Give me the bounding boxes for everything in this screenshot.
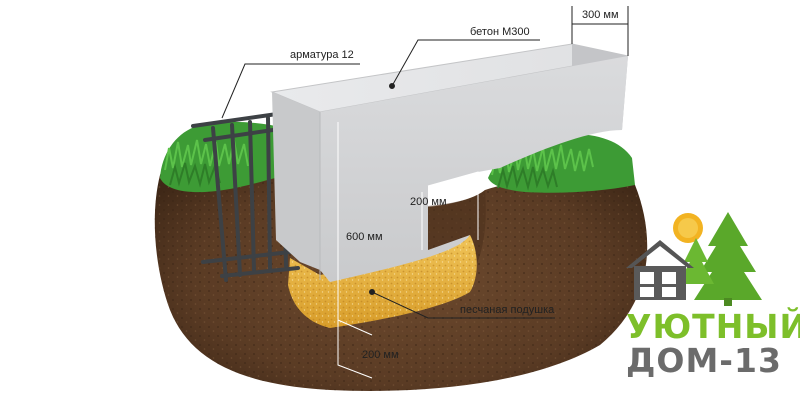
label-sand-thickness: 200 мм	[362, 349, 399, 361]
tree-icon	[678, 212, 762, 306]
house-icon	[626, 240, 694, 300]
label-rebar: арматура 12	[290, 49, 354, 61]
label-concrete: бетон М300	[470, 26, 530, 38]
label-sand-cushion: песчаная подушка	[460, 304, 555, 316]
logo-line2: ДОМ-13	[626, 341, 782, 380]
logo: УЮТНЫЙ ДОМ-13	[626, 212, 800, 380]
sun-icon	[673, 213, 703, 243]
sand-cushion	[288, 235, 477, 328]
dimension-lines	[337, 122, 423, 379]
label-depth-upper: 200 мм	[410, 196, 447, 208]
label-width: 300 мм	[582, 9, 619, 21]
leader-lines	[221, 6, 629, 319]
label-depth-total: 600 мм	[346, 231, 383, 243]
logo-line1: УЮТНЫЙ	[626, 306, 800, 346]
concrete-strip	[270, 43, 629, 282]
